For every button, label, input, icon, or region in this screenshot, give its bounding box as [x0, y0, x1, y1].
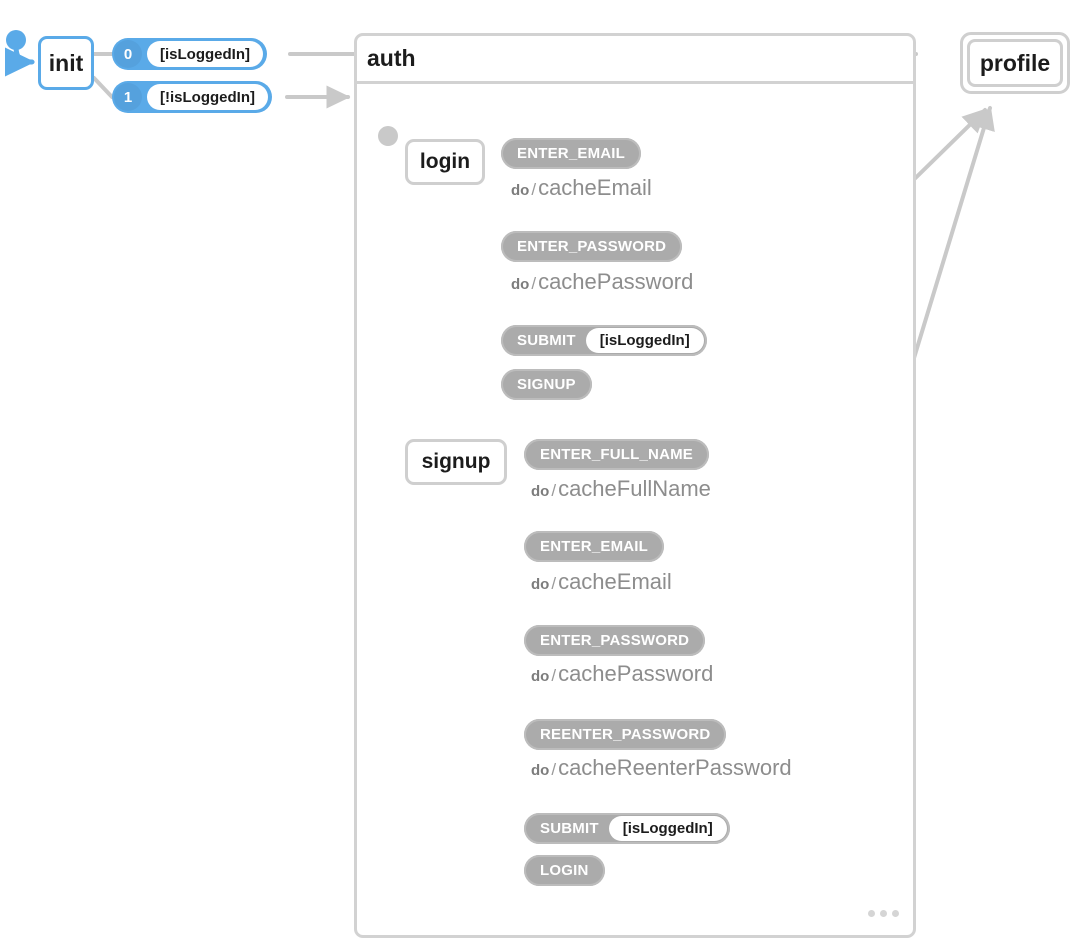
- transition-guard: [!isLoggedIn]: [147, 84, 268, 110]
- initial-state-marker-root: [6, 30, 26, 50]
- state-node-signup[interactable]: signup: [405, 439, 507, 485]
- action-separator: /: [551, 481, 557, 500]
- event-pill-reenter-password[interactable]: REENTER_PASSWORD: [524, 719, 727, 750]
- transition-index: 0: [114, 40, 142, 68]
- event-label: SIGNUP: [517, 376, 576, 393]
- transition-index: 1: [114, 83, 142, 111]
- action-keyword: do: [511, 182, 530, 199]
- action-label-cache-reenter-password: do/cacheReenterPassword: [531, 755, 792, 781]
- event-pill-enter-password-signup[interactable]: ENTER_PASSWORD: [524, 625, 706, 656]
- action-keyword: do: [531, 483, 550, 500]
- event-label: LOGIN: [540, 862, 589, 879]
- initial-state-marker-auth: [378, 126, 398, 146]
- action-name: cacheEmail: [538, 175, 652, 200]
- action-keyword: do: [511, 276, 530, 293]
- action-label-cache-password-login: do/cachePassword: [511, 269, 693, 295]
- action-label-cache-email-signup: do/cacheEmail: [531, 569, 672, 595]
- action-keyword: do: [531, 668, 550, 685]
- final-state-ring: profile: [967, 39, 1063, 87]
- state-node-profile[interactable]: profile: [960, 32, 1070, 94]
- action-label-cache-password-signup: do/cachePassword: [531, 661, 713, 687]
- event-pill-submit-signup[interactable]: SUBMIT [isLoggedIn]: [524, 813, 730, 844]
- event-label: ENTER_PASSWORD: [540, 632, 690, 649]
- action-separator: /: [531, 274, 537, 293]
- event-pill-enter-email-login[interactable]: ENTER_EMAIL: [501, 138, 642, 169]
- transition-guard: [isLoggedIn]: [147, 41, 263, 67]
- action-separator: /: [551, 666, 557, 685]
- event-label: ENTER_PASSWORD: [517, 238, 667, 255]
- action-name: cachePassword: [538, 269, 694, 294]
- event-label: SUBMIT: [540, 820, 599, 837]
- state-node-init[interactable]: init: [38, 36, 94, 90]
- transition-badge-1[interactable]: 1 [!isLoggedIn]: [112, 81, 272, 113]
- state-label-signup: signup: [421, 450, 491, 473]
- event-guard: [isLoggedIn]: [585, 328, 704, 353]
- action-label-cache-full-name: do/cacheFullName: [531, 476, 711, 502]
- dot: [892, 910, 899, 917]
- action-keyword: do: [531, 576, 550, 593]
- action-separator: /: [551, 760, 557, 779]
- dot: [880, 910, 887, 917]
- action-label-cache-email-login: do/cacheEmail: [511, 175, 652, 201]
- state-label-profile: profile: [979, 49, 1051, 76]
- event-label: ENTER_FULL_NAME: [540, 446, 694, 463]
- auth-header: auth: [357, 36, 913, 84]
- event-label: SUBMIT: [517, 332, 576, 349]
- state-label-login: login: [419, 150, 471, 173]
- overflow-menu-icon[interactable]: [868, 910, 899, 917]
- event-label: REENTER_PASSWORD: [540, 726, 711, 743]
- transition-badge-0[interactable]: 0 [isLoggedIn]: [112, 38, 267, 70]
- event-label: ENTER_EMAIL: [540, 538, 649, 555]
- event-label: ENTER_EMAIL: [517, 145, 626, 162]
- state-label-init: init: [48, 49, 84, 76]
- event-guard: [isLoggedIn]: [608, 816, 727, 841]
- action-separator: /: [551, 574, 557, 593]
- state-node-login[interactable]: login: [405, 139, 485, 185]
- action-name: cachePassword: [558, 661, 714, 686]
- action-separator: /: [531, 180, 537, 199]
- event-pill-signup-login[interactable]: SIGNUP: [501, 369, 592, 400]
- action-keyword: do: [531, 762, 550, 779]
- action-name: cacheFullName: [558, 476, 711, 501]
- event-pill-login-signup[interactable]: LOGIN: [524, 855, 605, 886]
- action-name: cacheReenterPassword: [558, 755, 792, 780]
- dot: [868, 910, 875, 917]
- auth-title: auth: [367, 45, 416, 71]
- event-pill-submit-login[interactable]: SUBMIT [isLoggedIn]: [501, 325, 707, 356]
- event-pill-enter-password-login[interactable]: ENTER_PASSWORD: [501, 231, 683, 262]
- event-pill-enter-email-signup[interactable]: ENTER_EMAIL: [524, 531, 665, 562]
- action-name: cacheEmail: [558, 569, 672, 594]
- event-pill-enter-full-name[interactable]: ENTER_FULL_NAME: [524, 439, 710, 470]
